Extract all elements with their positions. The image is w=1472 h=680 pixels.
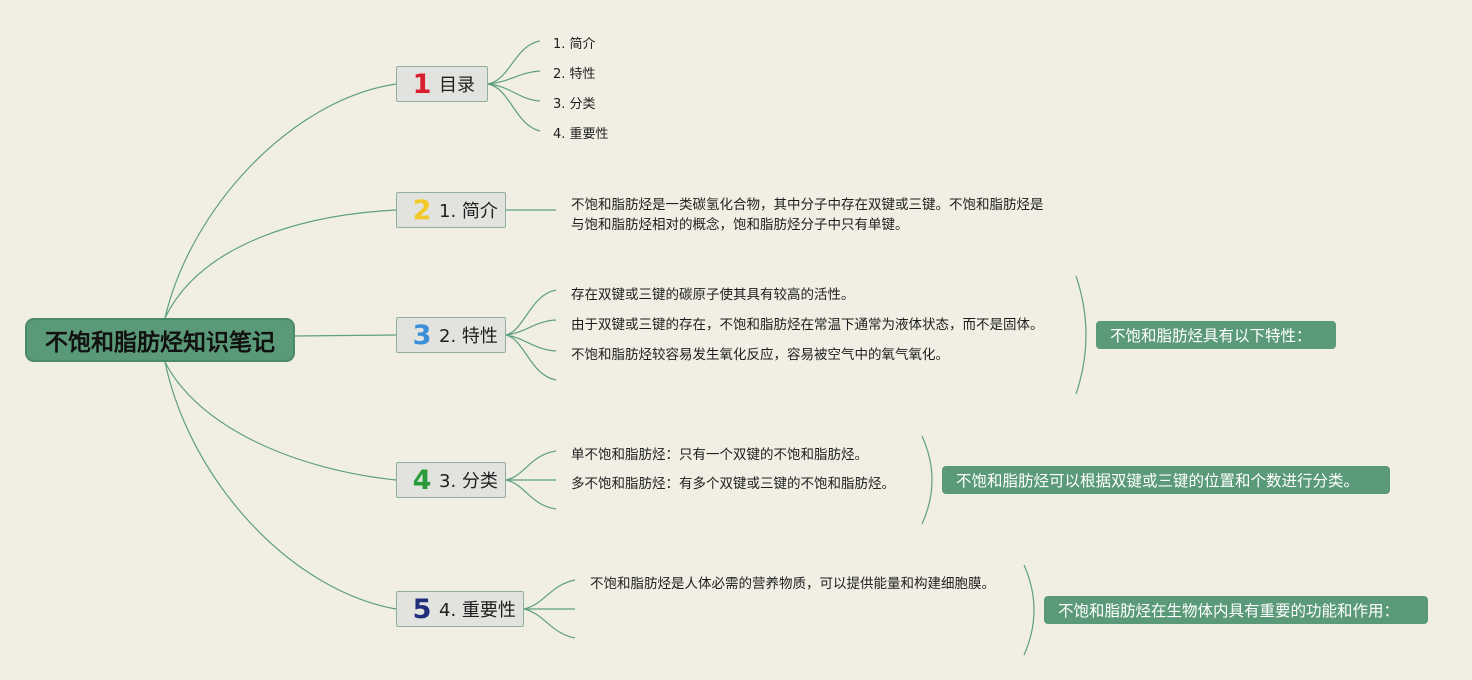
summary-importance[interactable]: 不饱和脂肪烃在生物体内具有重要的功能和作用： bbox=[1044, 596, 1428, 624]
branch-label: 3. 分类 bbox=[439, 471, 498, 492]
bracket-importance bbox=[1023, 564, 1035, 656]
bracket-classification bbox=[921, 435, 933, 525]
number-badge-4: 4 bbox=[412, 464, 432, 496]
branch-label: 4. 重要性 bbox=[439, 600, 516, 621]
importance-item-1[interactable]: 不饱和脂肪烃是人体必需的营养物质，可以提供能量和构建细胞膜。 bbox=[590, 576, 995, 592]
number-badge-5: 5 bbox=[412, 593, 432, 625]
central-topic-label: 不饱和脂肪烃知识笔记 bbox=[45, 330, 275, 356]
classification-item-2[interactable]: 多不饱和脂肪烃：有多个双键或三键的不饱和脂肪烃。 bbox=[571, 476, 895, 492]
summary-properties[interactable]: 不饱和脂肪烃具有以下特性： bbox=[1096, 321, 1336, 349]
property-item-3[interactable]: 不饱和脂肪烃较容易发生氧化反应，容易被空气中的氧气氧化。 bbox=[571, 347, 949, 363]
branch-classification[interactable]: 4 3. 分类 bbox=[396, 462, 506, 498]
link-central-intro bbox=[164, 209, 397, 319]
branch-label: 2. 特性 bbox=[439, 326, 498, 347]
classification-item-1[interactable]: 单不饱和脂肪烃：只有一个双键的不饱和脂肪烃。 bbox=[571, 447, 868, 463]
link-central-toc bbox=[164, 83, 397, 319]
link-central-classification bbox=[164, 361, 397, 481]
number-badge-1: 1 bbox=[412, 68, 432, 100]
central-topic[interactable]: 不饱和脂肪烃知识笔记 bbox=[25, 318, 295, 362]
branch-importance[interactable]: 5 4. 重要性 bbox=[396, 591, 524, 627]
toc-item-intro[interactable]: 1. 简介 bbox=[553, 37, 596, 52]
branch-toc[interactable]: 1 目录 bbox=[396, 66, 488, 102]
number-badge-3: 3 bbox=[412, 319, 432, 351]
link-central-properties bbox=[294, 334, 397, 337]
number-badge-2: 2 bbox=[412, 194, 432, 226]
bracket-properties bbox=[1075, 275, 1087, 395]
branch-intro[interactable]: 2 1. 简介 bbox=[396, 192, 506, 228]
property-item-1[interactable]: 存在双键或三键的碳原子使其具有较高的活性。 bbox=[571, 287, 855, 303]
branch-properties[interactable]: 3 2. 特性 bbox=[396, 317, 506, 353]
branch-label: 1. 简介 bbox=[439, 201, 498, 222]
branch-label: 目录 bbox=[439, 75, 475, 96]
intro-text-line-2[interactable]: 与饱和脂肪烃相对的概念，饱和脂肪烃分子中只有单键。 bbox=[571, 217, 909, 233]
property-item-2[interactable]: 由于双键或三键的存在，不饱和脂肪烃在常温下通常为液体状态，而不是固体。 bbox=[571, 317, 1044, 333]
toc-item-importance[interactable]: 4. 重要性 bbox=[553, 127, 609, 142]
link-central-importance bbox=[164, 361, 397, 610]
toc-item-properties[interactable]: 2. 特性 bbox=[553, 67, 596, 82]
intro-text-line-1[interactable]: 不饱和脂肪烃是一类碳氢化合物，其中分子中存在双键或三键。不饱和脂肪烃是 bbox=[571, 197, 1044, 213]
summary-classification[interactable]: 不饱和脂肪烃可以根据双键或三键的位置和个数进行分类。 bbox=[942, 466, 1390, 494]
toc-item-classification[interactable]: 3. 分类 bbox=[553, 97, 596, 112]
